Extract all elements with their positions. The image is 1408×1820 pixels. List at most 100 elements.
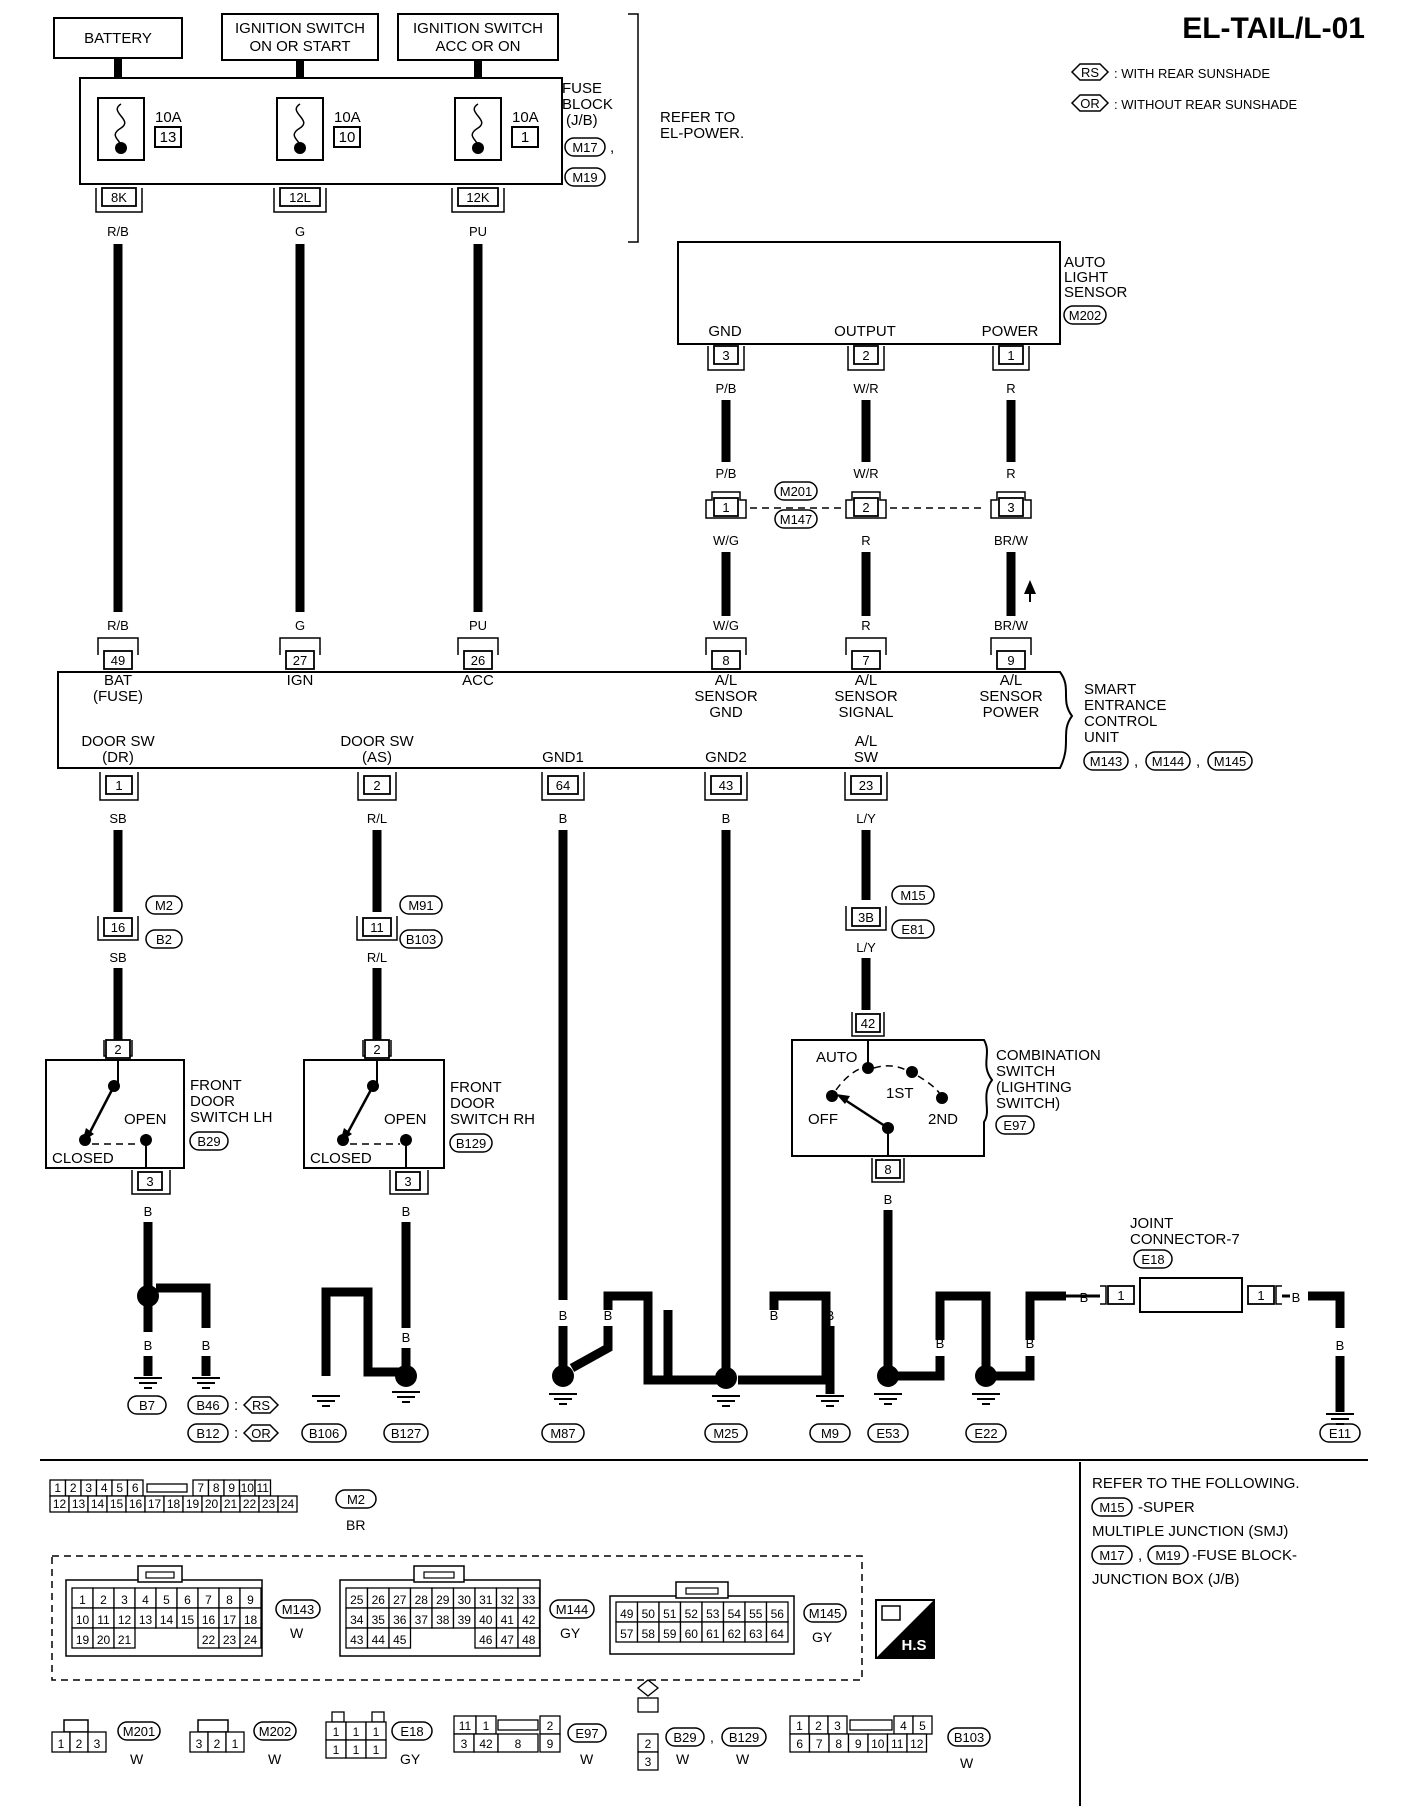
- wire-brw-mid: BR/W: [994, 533, 1029, 548]
- wire-wr-mid: W/R: [853, 466, 878, 481]
- connector-cavity: [906, 1733, 928, 1753]
- connector-id: M202: [259, 1724, 292, 1739]
- connector-pin-number: 10: [871, 1737, 885, 1751]
- connector-pin-number: 59: [663, 1627, 677, 1641]
- fuse-10: 10A 10: [276, 97, 361, 161]
- connector-pin-number: 7: [205, 1593, 212, 1607]
- hs-badge: H.S: [875, 1599, 935, 1659]
- fuse-13: 10A 13: [97, 97, 182, 161]
- connector-id: M201: [123, 1724, 156, 1739]
- als-label2: LIGHT: [1064, 269, 1108, 286]
- hs-label: H.S: [901, 1637, 926, 1654]
- connector-cavity: [497, 1733, 539, 1753]
- connector-pin-number: 19: [186, 1497, 200, 1511]
- connector-pin-number: 37: [415, 1613, 429, 1627]
- door-rh-conn: B129: [456, 1136, 486, 1151]
- wire-b-e11: B: [1336, 1338, 1345, 1353]
- connector-pin-number: 3: [94, 1737, 101, 1751]
- als-label1: AUTO: [1064, 254, 1105, 271]
- connector-pin-number: 6: [796, 1737, 803, 1751]
- connector-id-badge: [335, 1489, 377, 1509]
- wire-b-m25b: B: [664, 1308, 673, 1323]
- comb-l2: SWITCH: [996, 1063, 1055, 1080]
- refer-line1: REFER TO THE FOLLOWING.: [1092, 1475, 1300, 1492]
- fuse-output-pins: 8K 12L 12K R/B G PU: [95, 187, 505, 239]
- connector-pin-number: 40: [479, 1613, 493, 1627]
- connector-pin-number: 46: [479, 1633, 493, 1647]
- scu-acc-label: ACC: [462, 672, 494, 689]
- wire-b-jc-r: B: [1292, 1290, 1301, 1305]
- connector-color: W: [580, 1751, 594, 1767]
- connector-pin-number: 22: [202, 1633, 216, 1647]
- connector-pin-number: 2: [214, 1737, 221, 1751]
- wire-b-gnd2: B: [722, 811, 731, 826]
- door-rh-l3: SWITCH RH: [450, 1111, 535, 1128]
- refer-line3: MULTIPLE JUNCTION (SMJ): [1092, 1523, 1288, 1540]
- connector-pin-number: 2: [815, 1719, 822, 1733]
- connector-pin-number: 61: [706, 1627, 720, 1641]
- connector-pin-number: 53: [706, 1607, 720, 1621]
- front-door-switch-lh: 2 OPEN CLOSED FRONT DOOR SWITCH LH B29 3…: [45, 1039, 273, 1219]
- door-rh-l1: FRONT: [450, 1079, 502, 1096]
- jc-pin-l: 1: [1117, 1288, 1124, 1303]
- connector-pin-number: 26: [372, 1593, 386, 1607]
- wire-pb-mid: P/B: [716, 466, 737, 481]
- inline-conn-m91: M91: [408, 898, 433, 913]
- jc-pin-r: 1: [1257, 1288, 1264, 1303]
- connector-color: W: [960, 1755, 974, 1771]
- scu-fuse-label: (FUSE): [93, 688, 143, 705]
- connector-id-badge: [391, 1721, 433, 1741]
- connector-id-badge: [947, 1727, 991, 1747]
- comb-auto: AUTO: [816, 1049, 857, 1066]
- connector-pin-number: 9: [547, 1737, 554, 1751]
- scu-pin-49: 49: [111, 653, 125, 668]
- comb-conn: E97: [1003, 1118, 1026, 1133]
- refer-c3: M19: [1155, 1548, 1180, 1563]
- connector-pin-number: 1: [373, 1743, 380, 1757]
- als-pin-1: 1: [1007, 348, 1014, 363]
- battery-box: [53, 17, 183, 59]
- connector-pin-number: 17: [223, 1613, 237, 1627]
- fuse-block-label2: BLOCK: [562, 96, 613, 113]
- connector-id-badge: [275, 1599, 321, 1619]
- scu-label1: SMART: [1084, 681, 1136, 698]
- als-conn: M202: [1069, 308, 1102, 323]
- scu-conn-m144: M144: [1152, 754, 1185, 769]
- connector-pin-number: 5: [116, 1481, 123, 1495]
- scu-alsg-l1: A/L: [715, 672, 738, 689]
- scu-alsg-l2: SENSOR: [694, 688, 758, 705]
- wire-r-low: R: [861, 533, 870, 548]
- ign-acc-on-label1: IGNITION SWITCH: [413, 20, 543, 37]
- scu-label2: ENTRANCE: [1084, 697, 1167, 714]
- fuse-10-num: 10: [339, 129, 356, 146]
- jc-l1: JOINT: [1130, 1215, 1173, 1232]
- connector-pin-number: 11: [257, 1481, 270, 1495]
- scu-alsw-l1: A/L: [855, 733, 878, 750]
- scu-door-dr-l1: DOOR SW: [81, 733, 155, 750]
- connector-cavity: [637, 1751, 659, 1771]
- connector-pin-number: 11: [891, 1737, 904, 1751]
- connector-pin-number: 43: [350, 1633, 364, 1647]
- ground-b12: B12: [196, 1426, 219, 1441]
- connector-cavity: [277, 1495, 298, 1513]
- door-lh-l3: SWITCH LH: [190, 1109, 273, 1126]
- connector-pin-number: 2: [76, 1737, 83, 1751]
- rs-text: : WITH REAR SUNSHADE: [1114, 66, 1270, 81]
- joint-pin-3: 3: [1007, 500, 1014, 515]
- inline-conn-b103: B103: [406, 932, 436, 947]
- scu-pin-43: 43: [719, 778, 733, 793]
- connector-pin-number: 57: [620, 1627, 634, 1641]
- connector-pin-number: 3: [85, 1481, 92, 1495]
- inline-pin-3b: 3B: [858, 910, 874, 925]
- connector-pin-number: 11: [459, 1719, 472, 1733]
- ground-colon-or: :: [234, 1425, 238, 1442]
- ign-on-start-label1: IGNITION SWITCH: [235, 20, 365, 37]
- hs-dashed-group: [51, 1555, 863, 1681]
- connector-pin-number: 50: [642, 1607, 656, 1621]
- connector-cavity: [765, 1621, 789, 1643]
- scu-pin-1: 1: [115, 778, 122, 793]
- connector-pin-number: 38: [436, 1613, 450, 1627]
- ground-b106: B106: [309, 1426, 339, 1441]
- svg-text:,: ,: [1134, 753, 1138, 770]
- scu-door-dr-l2: (DR): [102, 749, 134, 766]
